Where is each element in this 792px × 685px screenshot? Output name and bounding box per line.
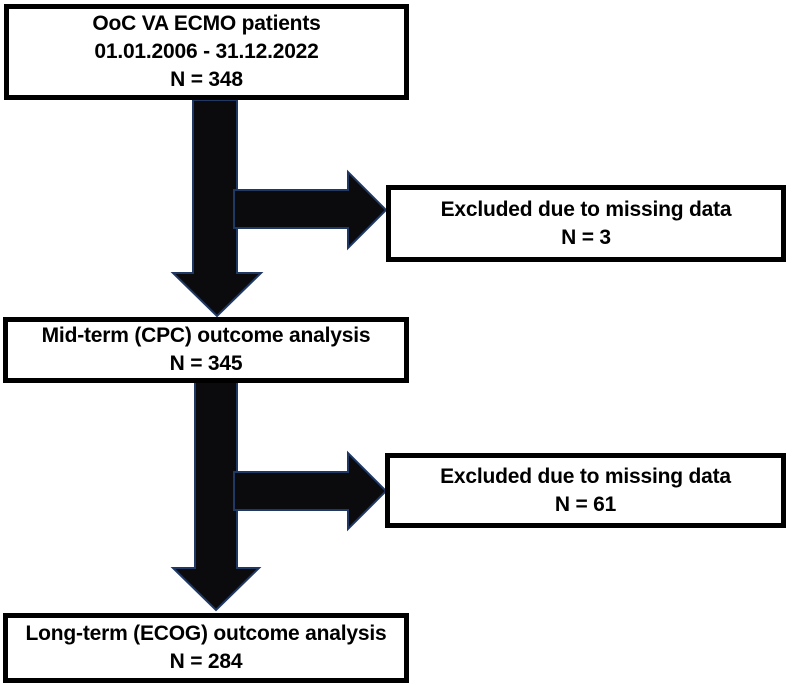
node-excluded-missing-data-1: Excluded due to missing data N = 3 bbox=[386, 185, 786, 262]
node-excluded-missing-data-2: Excluded due to missing data N = 61 bbox=[385, 453, 786, 528]
node-text-line: Long-term (ECOG) outcome analysis bbox=[25, 622, 387, 645]
node-text-line: Excluded due to missing data bbox=[440, 197, 732, 221]
branch-right-arrow-2 bbox=[233, 450, 388, 532]
node-count-line: N = 348 bbox=[170, 68, 243, 91]
node-count-line: N = 61 bbox=[554, 492, 617, 516]
down-arrow-1 bbox=[170, 99, 264, 318]
node-count-line: N = 284 bbox=[169, 650, 243, 673]
node-count-line: N = 345 bbox=[169, 352, 243, 375]
node-start-population: OoC VA ECMO patients 01.01.2006 - 31.12.… bbox=[4, 4, 409, 100]
node-text-line: OoC VA ECMO patients bbox=[92, 12, 321, 35]
down-arrow-2 bbox=[170, 381, 262, 612]
node-midterm-cpc-analysis: Mid-term (CPC) outcome analysis N = 345 bbox=[3, 317, 409, 383]
node-count-line: N = 3 bbox=[561, 225, 611, 249]
node-longterm-ecog-analysis: Long-term (ECOG) outcome analysis N = 28… bbox=[3, 613, 409, 683]
node-text-line: Excluded due to missing data bbox=[440, 464, 731, 488]
node-text-line: Mid-term (CPC) outcome analysis bbox=[41, 324, 371, 347]
node-text-line: 01.01.2006 - 31.12.2022 bbox=[94, 40, 319, 63]
branch-right-arrow-1 bbox=[233, 169, 388, 251]
